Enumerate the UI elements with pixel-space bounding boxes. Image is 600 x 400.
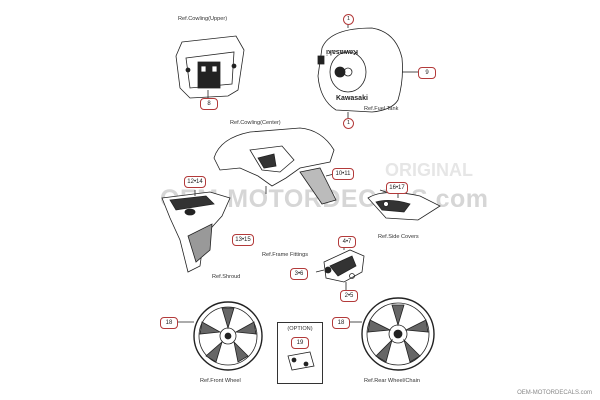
option-part-drawing: [287, 351, 315, 371]
shroud-drawing: [161, 190, 231, 273]
callout-18-right: 18: [332, 317, 350, 329]
callout-1-bottom: 1: [343, 118, 354, 129]
ref-rear-wheel-chain: Ref.Rear Wheel/Chain: [364, 378, 420, 384]
callout-12-14: 12•14: [184, 176, 206, 188]
ref-frame-fittings: Ref.Frame Fittings: [262, 252, 309, 258]
option-label: (OPTION): [287, 326, 313, 332]
callout-2-5: 2•5: [340, 290, 358, 302]
fuel-tank-drawing: [317, 22, 418, 118]
callout-19: 19: [291, 337, 309, 349]
ref-front-wheel: Ref.Front Wheel: [200, 378, 241, 384]
callout-10-11: 10•11: [332, 168, 354, 180]
ref-side-covers: Ref.Side Covers: [378, 234, 419, 240]
callout-4-7: 4•7: [338, 236, 356, 248]
callout-16-17: 16•17: [386, 182, 408, 194]
front-wheel-drawing: [176, 301, 263, 371]
upper-cowling-drawing: [175, 35, 245, 99]
option-box: (OPTION) 19: [277, 322, 323, 384]
watermark-side-text: ORIGINAL: [385, 160, 473, 180]
side-covers-drawing: [367, 190, 441, 221]
callout-3-6: 3•6: [290, 268, 308, 280]
ref-shroud: Ref.Shroud: [212, 274, 241, 280]
rear-wheel-drawing: [348, 297, 435, 371]
ref-fuel-tank: Ref.Fuel Tank: [364, 106, 399, 112]
kawasaki-decal-2: Kawasaki: [336, 95, 368, 102]
callout-1-top: 1: [343, 14, 354, 25]
center-cowling-drawing: [213, 127, 337, 205]
frame-fittings-drawing: [315, 244, 365, 290]
kawasaki-decal-1: Kawasaki: [326, 48, 358, 55]
ref-cowling-center: Ref.Cowling(Center): [230, 120, 281, 126]
ref-cowling-upper: Ref.Cowling(Upper): [178, 16, 228, 22]
callout-13-15: 13•15: [232, 234, 254, 246]
footer-watermark: OEM-MOTORDECALS.com: [517, 390, 592, 396]
callout-8: 8: [200, 98, 218, 110]
callout-18-left: 18: [160, 317, 178, 329]
callout-9: 9: [418, 67, 436, 79]
